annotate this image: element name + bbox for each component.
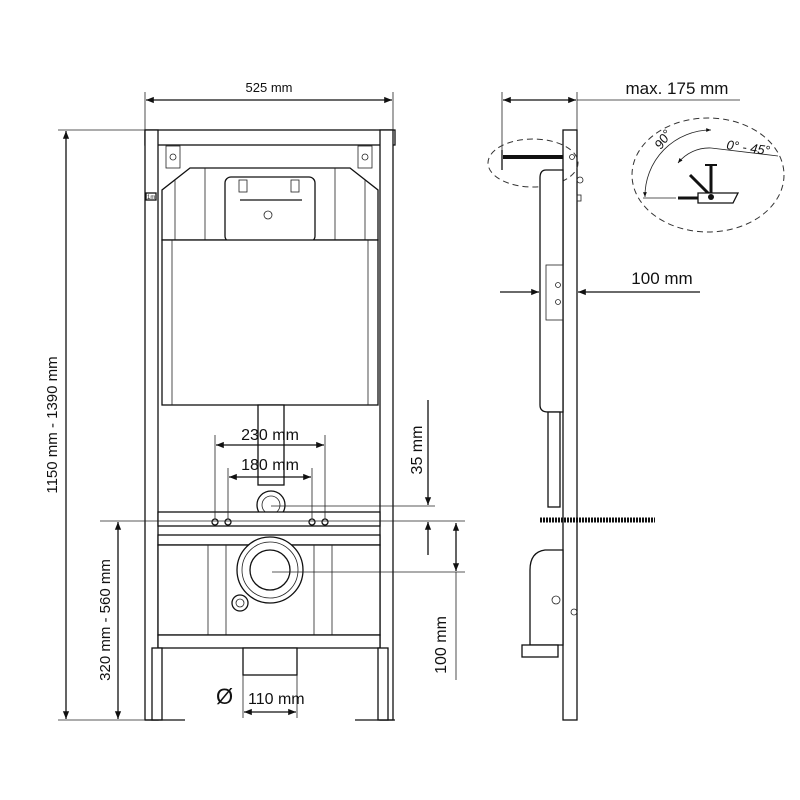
left-post — [144, 129, 159, 721]
outlet-offset-dimension: 100 mm — [433, 616, 450, 674]
cistern-side — [539, 169, 564, 413]
outlet-pipe — [242, 647, 298, 676]
cistern — [161, 167, 379, 406]
flush-mechanism — [224, 176, 316, 243]
mounting-bar — [157, 511, 381, 527]
side-view — [487, 129, 655, 721]
max-depth-dimension: max. 175 mm — [626, 79, 729, 98]
toilet-outlet — [236, 536, 304, 604]
cistern-tank — [161, 239, 379, 406]
bolt-inner-dimension: 180 mm — [241, 457, 299, 474]
angle-range-label: 0° - 45° — [726, 137, 771, 158]
side-dimensions: max. 175 mm 100 mm 90° 0° - 45° — [500, 79, 785, 296]
depth-dimension: 100 mm — [631, 269, 692, 288]
right-post — [379, 129, 394, 721]
height-dimension: 1150 mm - 1390 mm — [44, 356, 61, 493]
inlet-offset-dimension: 35 mm — [409, 426, 426, 475]
angle-detail: 90° 0° - 45° — [631, 117, 785, 233]
front-dimensions: 525 mm 1150 mm - 1390 mm 320 mm - 560 mm… — [44, 80, 465, 721]
angle-90-label: 90° — [651, 127, 675, 152]
top-rail — [144, 129, 396, 146]
width-dimension: 525 mm — [246, 80, 293, 95]
bolt-outer-dimension: 230 mm — [241, 427, 299, 444]
outlet-elbow — [529, 549, 564, 646]
pipe-diameter-dimension: 110 mm — [248, 691, 305, 708]
front-view: 1m — [144, 129, 396, 721]
diameter-symbol: Ø — [216, 684, 233, 709]
outlet-height-dimension: 320 mm - 560 mm — [97, 559, 114, 681]
marker-label: 1m — [147, 195, 155, 201]
frame-side — [562, 129, 578, 721]
detail-ellipse — [487, 138, 579, 188]
